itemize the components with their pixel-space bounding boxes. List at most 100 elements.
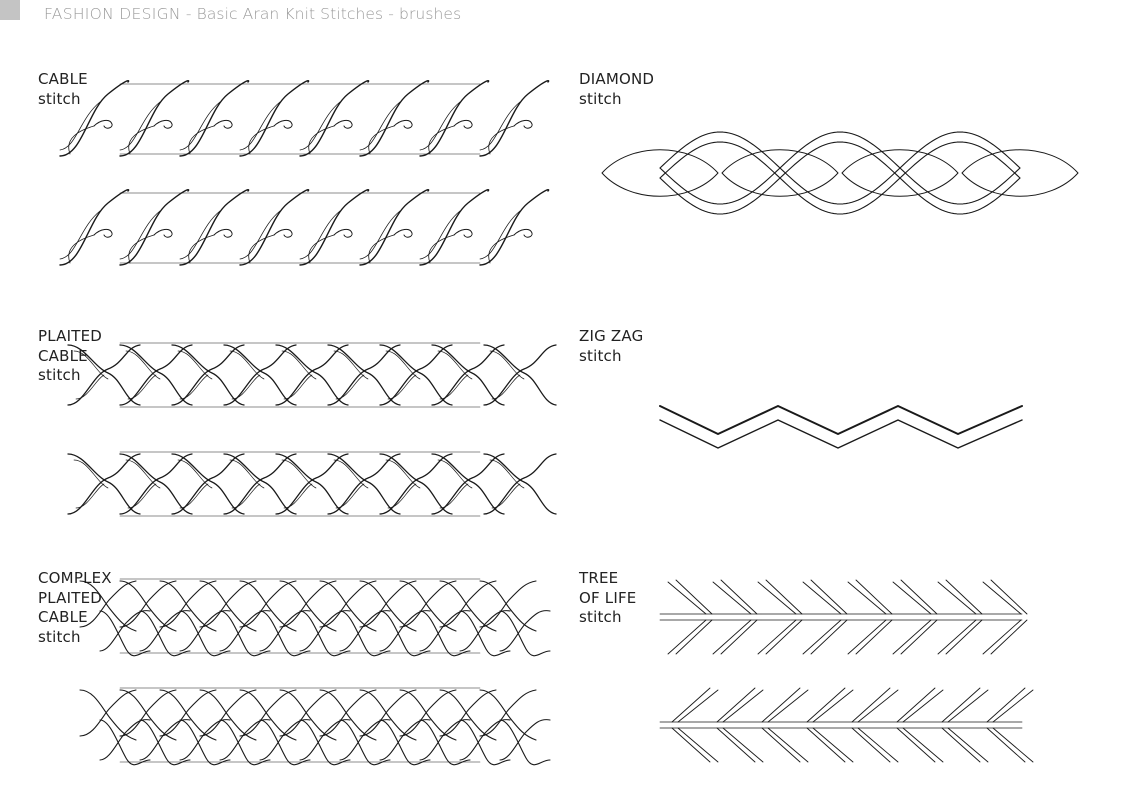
brush-stroke [93, 119, 113, 129]
brush-stroke [319, 689, 377, 737]
brush-stroke [319, 689, 377, 741]
brush-stroke [437, 459, 473, 489]
brush-stroke [179, 719, 231, 761]
brush-stroke [125, 350, 161, 380]
diamond-hatch [721, 149, 839, 197]
brush-stroke [125, 459, 161, 489]
brush-stroke [479, 80, 550, 157]
brush-stroke [419, 610, 471, 652]
brush-stroke [59, 101, 101, 151]
brush-stroke [387, 374, 417, 400]
brush-stroke [279, 689, 337, 741]
plaited-cable-stitch-brush [67, 451, 557, 517]
header-subject: Basic Aran Knit Stitches [196, 5, 384, 23]
brush-stroke [671, 727, 719, 763]
brush-stroke [761, 687, 809, 723]
brush-stroke [248, 234, 275, 264]
brush-stroke [159, 689, 217, 741]
brush-stroke [419, 80, 490, 157]
brush-stroke [379, 719, 431, 766]
brush-stroke [299, 80, 370, 157]
brush-stroke [179, 610, 231, 652]
brush-stroke [385, 459, 421, 489]
brush-stroke [299, 719, 351, 766]
plaited-cable-stitch-label: PLAITED CABLE stitch [38, 327, 102, 386]
brush-stroke [79, 580, 137, 632]
brush-stroke [299, 101, 341, 151]
complex-plaited-cable-stitch-brush [79, 578, 551, 657]
tree-of-life-stitch-brush [659, 687, 1034, 763]
brush-stroke [199, 689, 257, 741]
brush-stroke [892, 619, 938, 655]
brush-stroke [219, 610, 271, 652]
brush-stroke [333, 459, 369, 489]
brush-stroke [219, 719, 271, 766]
brush-stroke [119, 580, 177, 628]
brush-stroke [248, 125, 275, 155]
brush-stroke [219, 719, 271, 761]
brush-stroke [283, 374, 313, 400]
brush-stroke [986, 727, 1034, 763]
brush-stroke [188, 234, 215, 264]
brush-stroke [68, 234, 95, 264]
plaited-cable-stitch-brush [67, 342, 557, 408]
complex-plaited-cable-stitch-label: COMPLEX PLAITED CABLE stitch [38, 569, 112, 647]
brush-stroke [379, 344, 453, 406]
brush-stroke [73, 350, 109, 380]
brush-stroke [199, 580, 257, 632]
diamond-stitch-brush [601, 131, 1079, 215]
brush-stroke [802, 579, 848, 615]
brush-stroke [259, 610, 311, 657]
label-line: CABLE [38, 70, 88, 88]
brush-stroke [483, 453, 557, 515]
brush-stroke [483, 344, 557, 406]
brush-stroke [273, 228, 293, 238]
brush-stroke [513, 228, 533, 238]
brush-stroke [179, 101, 221, 151]
brush-stroke [439, 580, 497, 628]
brush-stroke [439, 483, 469, 509]
brush-stroke [399, 580, 457, 632]
brush-stroke [229, 350, 265, 380]
brush-stroke [483, 344, 557, 406]
brush-stroke [806, 727, 854, 763]
diamond-stitch-label: DIAMOND stitch [579, 70, 654, 109]
diamond-hatch [841, 149, 959, 197]
brush-stroke [896, 687, 944, 723]
brush-stroke [499, 719, 551, 761]
brush-stroke [239, 580, 297, 628]
brush-stroke [399, 689, 457, 741]
brush-stroke [659, 419, 1023, 449]
brush-stroke [483, 453, 557, 515]
brush-stroke [982, 619, 1028, 655]
brush-stroke [59, 189, 130, 266]
brush-stroke [119, 580, 177, 632]
brush-stroke [171, 344, 245, 406]
brush-stroke [119, 344, 193, 406]
brush-stroke [459, 719, 511, 766]
brush-stroke [428, 125, 455, 155]
brush-stroke [177, 459, 213, 489]
brush-stroke [479, 580, 537, 632]
brush-stroke [231, 374, 261, 400]
brush-stroke [273, 119, 293, 129]
brush-stroke [667, 579, 713, 615]
brush-stroke [757, 579, 803, 615]
brush-stroke [179, 189, 250, 266]
brush-stroke [179, 719, 231, 766]
cable-stitch-brush [59, 189, 550, 266]
brush-stroke [153, 228, 173, 238]
label-line: COMPLEX [38, 569, 112, 587]
brush-stroke [299, 610, 351, 657]
brush-stroke [847, 619, 893, 655]
brush-stroke [239, 689, 297, 741]
brush-stroke [239, 580, 297, 632]
brush-stroke [712, 619, 758, 655]
brush-stroke [339, 719, 391, 766]
brush-stroke [419, 610, 471, 657]
brush-stroke [439, 689, 497, 741]
brush-stroke [937, 579, 983, 615]
brush-stroke [159, 580, 217, 628]
cable-stitch-brush [59, 80, 550, 157]
zig-zag-stitch-brush [659, 405, 1023, 449]
